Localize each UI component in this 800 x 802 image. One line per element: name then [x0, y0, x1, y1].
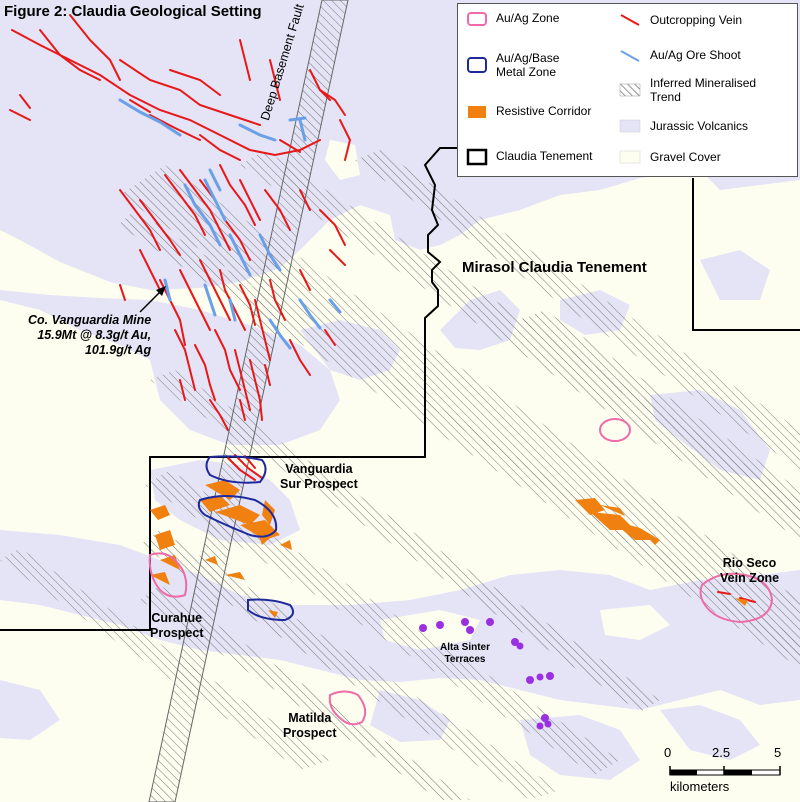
base-metal-zones: [197, 455, 295, 622]
mine-arrow: [139, 286, 166, 313]
curahue-line1: Curahue: [151, 611, 203, 625]
claudia-tenement-boundary: [0, 147, 800, 631]
alta-sinter-line1: Alta Sinter: [440, 642, 491, 653]
jurassic-volcanics-swatch: [619, 119, 641, 133]
legend-resistive-corridor: Resistive Corridor: [496, 104, 592, 118]
inferred-trend-swatch: [619, 83, 641, 97]
tenement-label: Mirasol Claudia Tenement: [462, 259, 647, 276]
legend-inferred-trend: Inferred Mineralised Trend: [650, 76, 757, 105]
resistive-corridor-swatch: [468, 106, 486, 118]
legend-claudia-tenement: Claudia Tenement: [496, 149, 593, 163]
alta-sinter-line2: Terraces: [444, 654, 486, 665]
mine-label-tonnage: 15.9Mt @ 8.3g/t Au,: [37, 328, 152, 342]
legend-inferred-trend-line1: Inferred Mineralised: [650, 76, 757, 90]
ore-shoot-swatch: [620, 50, 640, 62]
rio-seco-label: Rio Seco Vein Zone: [720, 556, 779, 586]
map-legend: Au/Ag Zone Au/Ag/Base Metal Zone Resisti…: [457, 3, 798, 177]
figure-title: Figure 2: Claudia Geological Setting: [4, 3, 262, 20]
vanguardia-sur-line1: Vanguardia: [285, 462, 353, 476]
rio-seco-line2: Vein Zone: [720, 571, 780, 585]
scale-bar: [669, 766, 781, 776]
resistive-corridors: [150, 480, 748, 618]
scale-unit: kilometers: [670, 779, 730, 794]
claudia-tenement-swatch: [466, 148, 488, 166]
outcropping-veins: [9, 14, 756, 603]
base-metal-zone-swatch: [467, 57, 487, 73]
curahue-line2: Prospect: [150, 626, 204, 640]
vanguardia-sur-label: Vanguardia Sur Prospect: [280, 462, 358, 492]
curahue-label: Curahue Prospect: [150, 611, 204, 641]
legend-inferred-trend-line2: Trend: [650, 89, 681, 104]
legend-au-ag-zone: Au/Ag Zone: [496, 11, 560, 25]
legend-base-metal-line2: Metal Zone: [496, 64, 557, 79]
legend-gravel-cover: Gravel Cover: [650, 150, 721, 164]
legend-ore-shoot: Au/Ag Ore Shoot: [650, 48, 741, 62]
rio-seco-line1: Rio Seco: [722, 556, 777, 570]
matilda-line1: Matilda: [288, 711, 332, 725]
inferred-mineralised-trends: [0, 150, 800, 800]
outcropping-vein-swatch: [620, 14, 640, 26]
scale-tick-5: 5: [774, 745, 782, 760]
legend-outcropping-vein: Outcropping Vein: [650, 13, 743, 27]
au-ag-zones: [148, 418, 774, 726]
mine-label-silver: 101.9g/t Ag: [84, 343, 152, 357]
mine-label-name: Co. Vanguardia Mine: [28, 313, 152, 327]
au-ag-ore-shoots: [118, 98, 342, 350]
legend-base-metal-line1: Au/Ag/Base: [496, 51, 560, 65]
legend-jurassic-volcanics: Jurassic Volcanics: [650, 119, 749, 133]
legend-base-metal-zone: Au/Ag/Base Metal Zone: [496, 51, 560, 80]
matilda-label: Matilda Prospect: [283, 711, 337, 741]
scale-labels: 0 2.5 5 kilometers: [664, 745, 784, 797]
mine-label: Co. Vanguardia Mine 15.9Mt @ 8.3g/t Au, …: [28, 313, 151, 358]
alta-sinter-label: Alta Sinter Terraces: [440, 642, 490, 666]
au-ag-zone-swatch: [467, 12, 487, 26]
matilda-line2: Prospect: [283, 726, 337, 740]
scale-tick-2-5: 2.5: [712, 745, 731, 760]
alta-sinter-terraces: [419, 618, 554, 730]
gravel-cover-swatch: [619, 150, 641, 164]
vanguardia-sur-line2: Sur Prospect: [280, 477, 358, 491]
scale-tick-0: 0: [664, 745, 672, 760]
